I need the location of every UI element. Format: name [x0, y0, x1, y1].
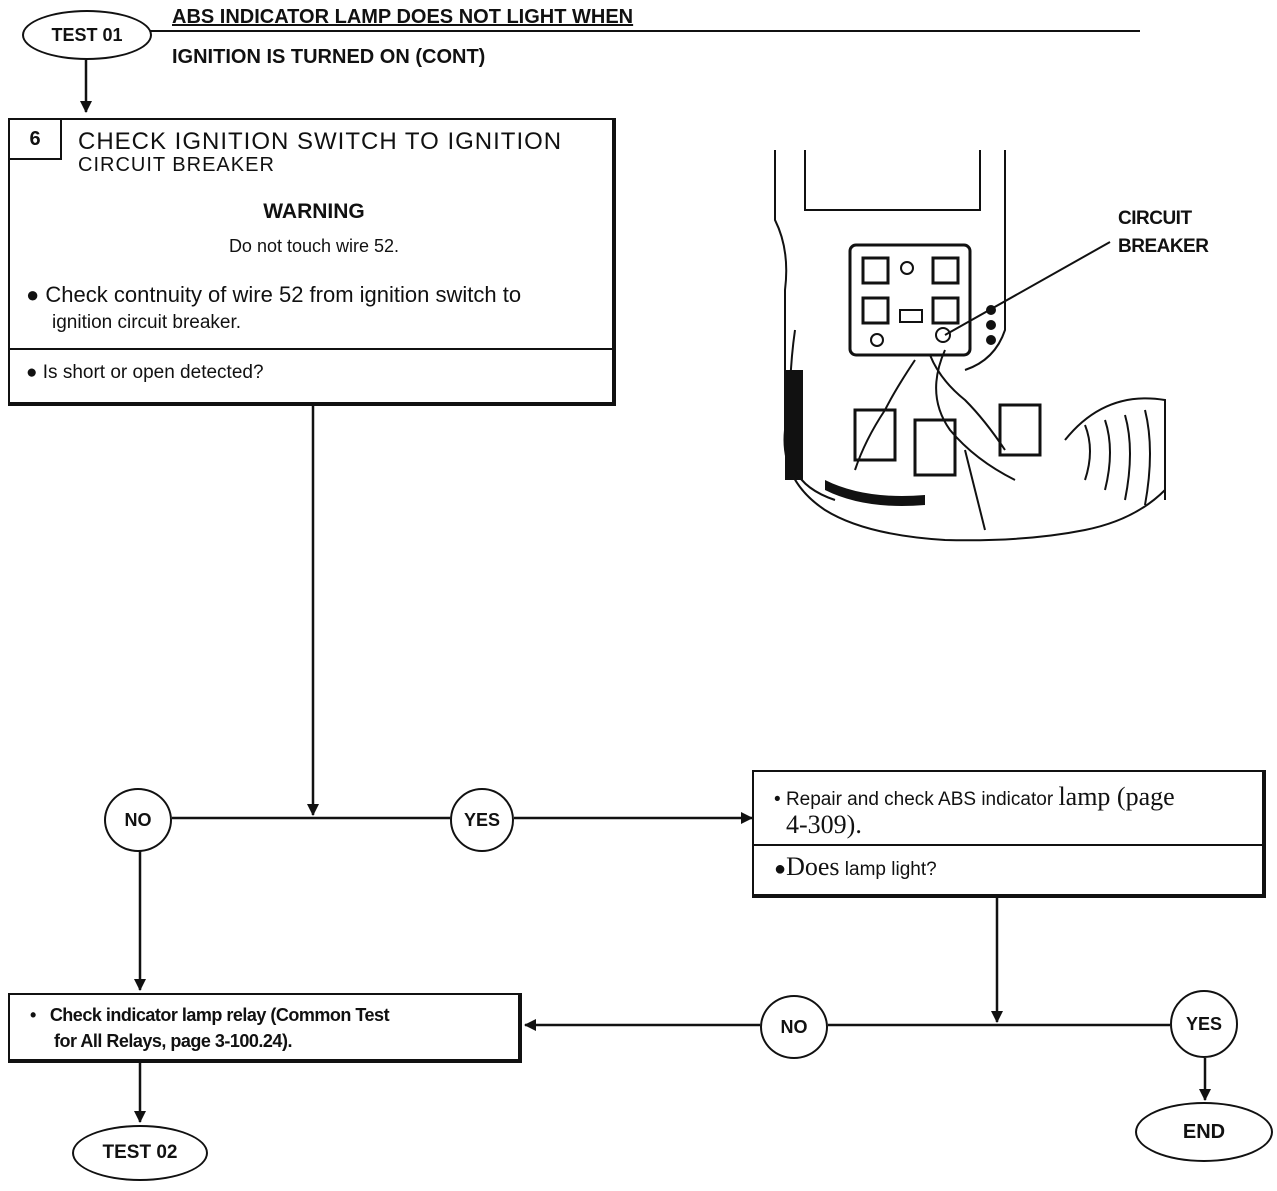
decision2-no-label: NO [780, 1016, 808, 1037]
bullet-icon: ● [26, 282, 40, 307]
callout-circuit: CIRCUIT [1118, 208, 1192, 229]
decision1-no-label: NO [124, 809, 152, 830]
decision1-yes-node: YES [450, 788, 514, 852]
repair-line2: 4-309). [786, 810, 862, 839]
repair-box: • Repair and check ABS indicator lamp (p… [752, 770, 1266, 898]
relay-line1: Check indicator lamp relay (Common Test [49, 1005, 390, 1025]
decision2-no-node: NO [760, 995, 828, 1059]
bullet-icon: • [774, 789, 781, 810]
question-text: Is short or open detected? [42, 362, 264, 383]
end-terminal: END [1135, 1102, 1273, 1162]
question-line: ● Is short or open detected? [26, 362, 264, 384]
bullet-icon: • [30, 1005, 36, 1025]
repair-question-b: lamp light? [839, 859, 937, 880]
test-02-label: TEST 02 [102, 1142, 178, 1163]
test-01-terminal: TEST 01 [22, 10, 152, 60]
test-title-line1: ABS INDICATOR LAMP DOES NOT LIGHT WHEN [172, 6, 634, 28]
repair-line1-b: lamp (page [1058, 782, 1175, 811]
check-line2: ignition circuit breaker. [52, 312, 242, 333]
decision1-no-node: NO [104, 788, 172, 852]
decision2-yes-node: YES [1170, 990, 1238, 1058]
bullet-icon: ● [774, 858, 787, 880]
relay-box: • Check indicator lamp relay (Common Test… [8, 993, 522, 1063]
relay-line1-wrap: • Check indicator lamp relay (Common Test [30, 1005, 390, 1026]
step-title-line1: CHECK IGNITION SWITCH TO IGNITION [78, 128, 563, 155]
repair-question-a: Does [786, 852, 840, 881]
bullet-icon: ● [26, 362, 38, 383]
step-number: 6 [10, 120, 62, 160]
repair-question: ●Does lamp light? [774, 852, 937, 882]
repair-line1: • Repair and check ABS indicator lamp (p… [774, 782, 1175, 812]
end-label: END [1182, 1120, 1226, 1143]
divider [10, 348, 614, 350]
check-bullet-line: ● Check contnuity of wire 52 from igniti… [26, 282, 521, 308]
check-line1: Check contnuity of wire 52 from ignition… [45, 282, 522, 307]
decision1-yes-label: YES [463, 809, 501, 830]
warning-heading: WARNING [263, 200, 365, 223]
warning-text: Do not touch wire 52. [228, 236, 400, 256]
divider [754, 844, 1264, 846]
callout-breaker: BREAKER [1118, 236, 1209, 257]
repair-line1-a: Repair and check ABS indicator [785, 789, 1059, 810]
test-01-label: TEST 01 [51, 24, 123, 45]
step-6-box: 6 CHECK IGNITION SWITCH TO IGNITION CIRC… [8, 118, 616, 406]
test-02-terminal: TEST 02 [72, 1125, 208, 1181]
relay-line2: for All Relays, page 3-100.24). [54, 1031, 292, 1051]
decision2-yes-label: YES [1185, 1013, 1223, 1034]
circuit-breaker-illustration [774, 150, 1166, 542]
test-title-line2: IGNITION IS TURNED ON (CONT) [172, 46, 486, 68]
step-title-line2: CIRCUIT BREAKER [78, 154, 275, 176]
